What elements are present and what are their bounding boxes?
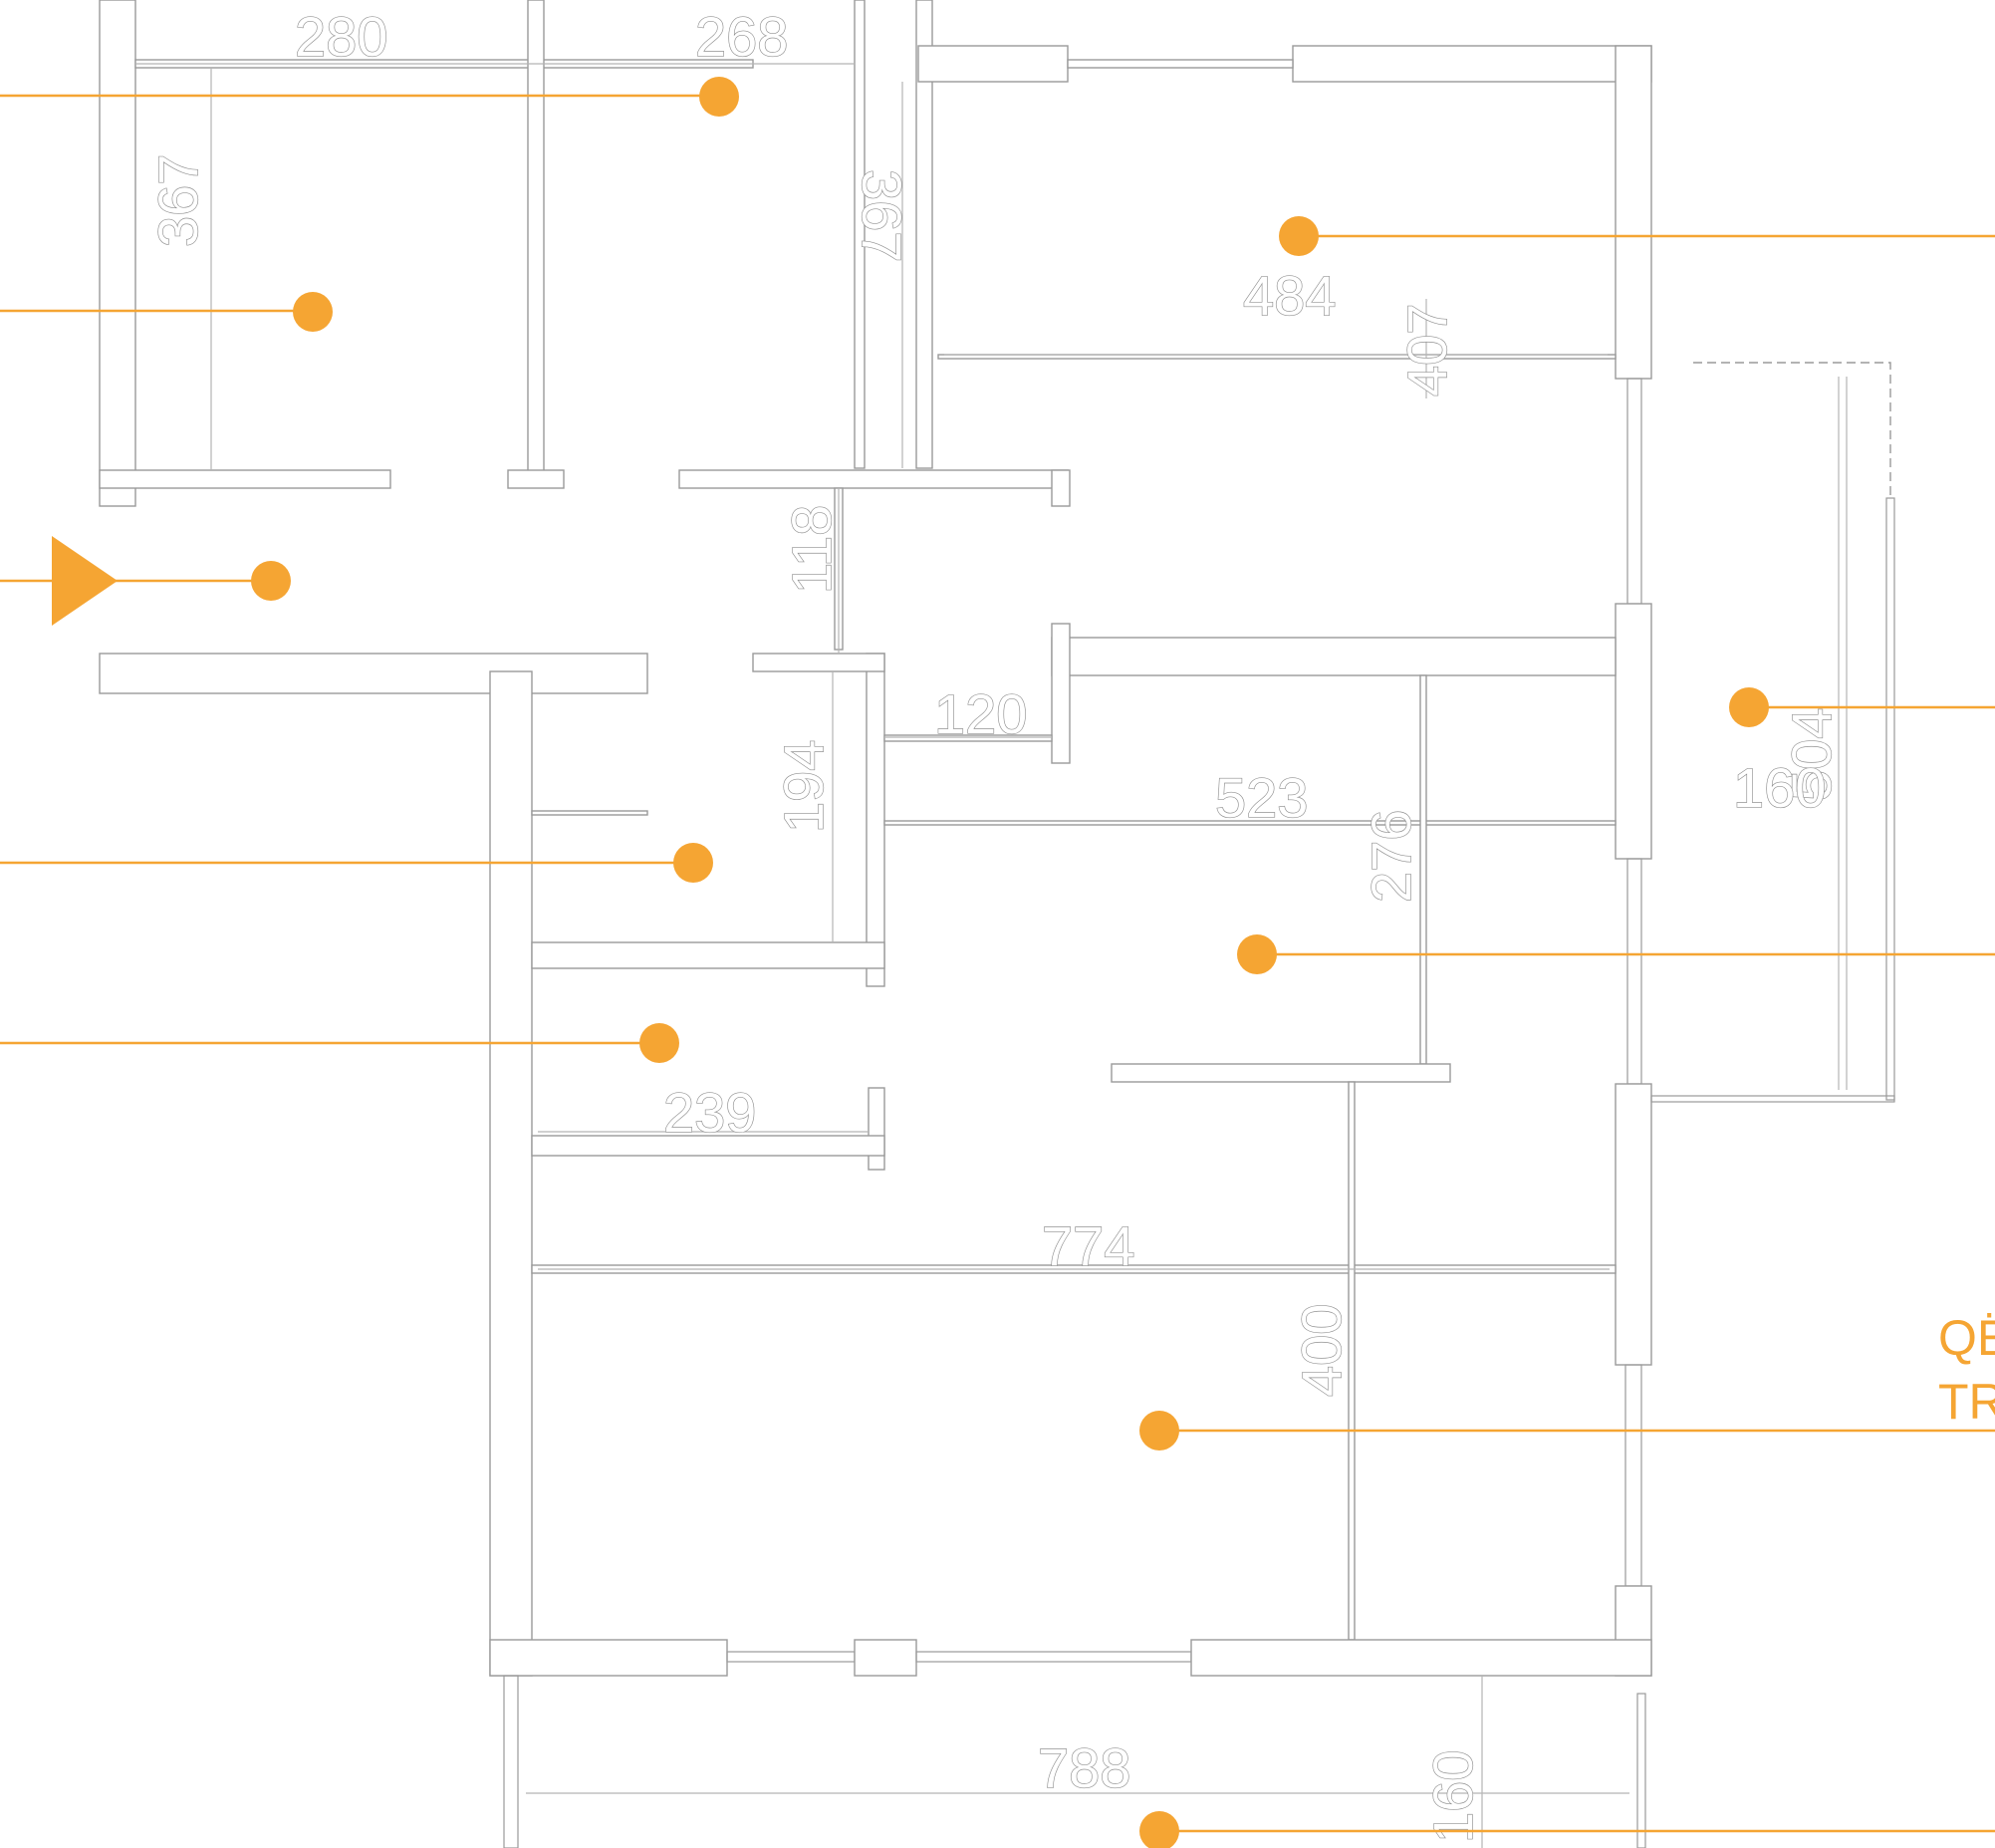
edge-label-line-2: TR [1938, 1374, 1995, 1430]
wall-v-880-low [868, 1087, 885, 1171]
wall-stub-a [507, 469, 565, 489]
wall-left-outer-top [99, 0, 136, 507]
dim-194: 194 [772, 740, 835, 833]
dimension-lines [135, 63, 1848, 1848]
wall-h-810 [531, 810, 648, 816]
dim-120: 120 [934, 682, 1027, 745]
dim-523: 523 [1215, 766, 1308, 829]
dim-788: 788 [1038, 1736, 1130, 1799]
wall-right-upper [1615, 45, 1652, 380]
dim-367-left: 367 [146, 154, 209, 247]
dim-400: 400 [1290, 1304, 1353, 1397]
wall-left-top-band [99, 653, 648, 694]
wall-bottom-room2 [678, 469, 1069, 489]
wall-h-946 [531, 941, 885, 969]
terrace-left [503, 1675, 519, 1848]
wall-top-right-window [1067, 59, 1294, 69]
wall-mid-vertical-a [527, 0, 545, 474]
room-marker-top-left[interactable] [293, 292, 333, 332]
room-marker-left-middle[interactable] [673, 843, 713, 883]
balcony-dashed-top [1693, 362, 1891, 498]
dim-484: 484 [1243, 264, 1336, 327]
wall-stub-c [1051, 623, 1071, 764]
dim-774: 774 [1042, 1214, 1134, 1277]
dim-504: 504 [1780, 708, 1843, 801]
wall-top-right [917, 45, 1069, 83]
dim-367-right: 367 [851, 169, 913, 262]
wall-stub-b [1051, 469, 1071, 507]
balcony-rail [1885, 497, 1895, 1101]
terrace-right [1636, 1693, 1646, 1848]
wall-top-right-b [1292, 45, 1652, 83]
wall-right-pier-1 [1615, 603, 1652, 860]
wall-h-1115 [1111, 1063, 1451, 1083]
wall-stub-d [752, 653, 885, 672]
window-right-1 [1626, 378, 1642, 605]
wall-left-long [489, 670, 533, 1677]
window-right-2 [1626, 858, 1642, 1085]
room-marker-top-right[interactable] [1279, 216, 1319, 256]
wall-bottom-b [1190, 1639, 1652, 1677]
room-markers [0, 77, 1995, 1848]
room-marker-entrance[interactable] [251, 561, 291, 601]
dim-160-terrace: 160 [1421, 1750, 1484, 1843]
wall-bottom-room1 [99, 469, 391, 489]
wall-h-239 [531, 1135, 885, 1157]
room-marker-living[interactable] [1139, 1411, 1179, 1451]
wall-bottom-pier [854, 1639, 917, 1677]
dim-276: 276 [1360, 810, 1422, 903]
wall-h-120 [883, 734, 1053, 742]
dim-118: 118 [780, 505, 843, 594]
dim-268: 268 [695, 5, 788, 68]
wall-h-523 [883, 820, 1617, 826]
wall-v-corridor-a [854, 0, 866, 469]
dim-407: 407 [1395, 304, 1458, 396]
room-marker-center[interactable] [1237, 934, 1277, 974]
dimension-labels: 280 268 367 367 484 407 118 120 194 523 … [145, 4, 1843, 1843]
dim-280: 280 [295, 5, 387, 68]
wall-v-corridor-b [915, 0, 933, 469]
entrance-arrow-icon [52, 536, 118, 626]
window-bottom-b [915, 1651, 1192, 1663]
window-bottom-a [726, 1651, 856, 1663]
dim-239: 239 [663, 1081, 756, 1144]
room-marker-terrace[interactable] [1139, 1811, 1179, 1848]
walls [99, 0, 1895, 1848]
edge-label-line-1: QË [1938, 1310, 1995, 1366]
wall-right-pier-2 [1615, 1083, 1652, 1366]
wall-v-870 [866, 653, 885, 987]
wall-bottom-a [489, 1639, 728, 1677]
room-marker-balcony[interactable] [1729, 687, 1769, 727]
dim-160-balcony: 160 [1733, 756, 1826, 819]
room-marker-top-middle[interactable] [699, 77, 739, 117]
wall-mid-band [1051, 637, 1617, 676]
balcony-bottom [1650, 1095, 1895, 1103]
window-right-3 [1624, 1364, 1642, 1587]
room-marker-left-lower[interactable] [639, 1023, 679, 1063]
